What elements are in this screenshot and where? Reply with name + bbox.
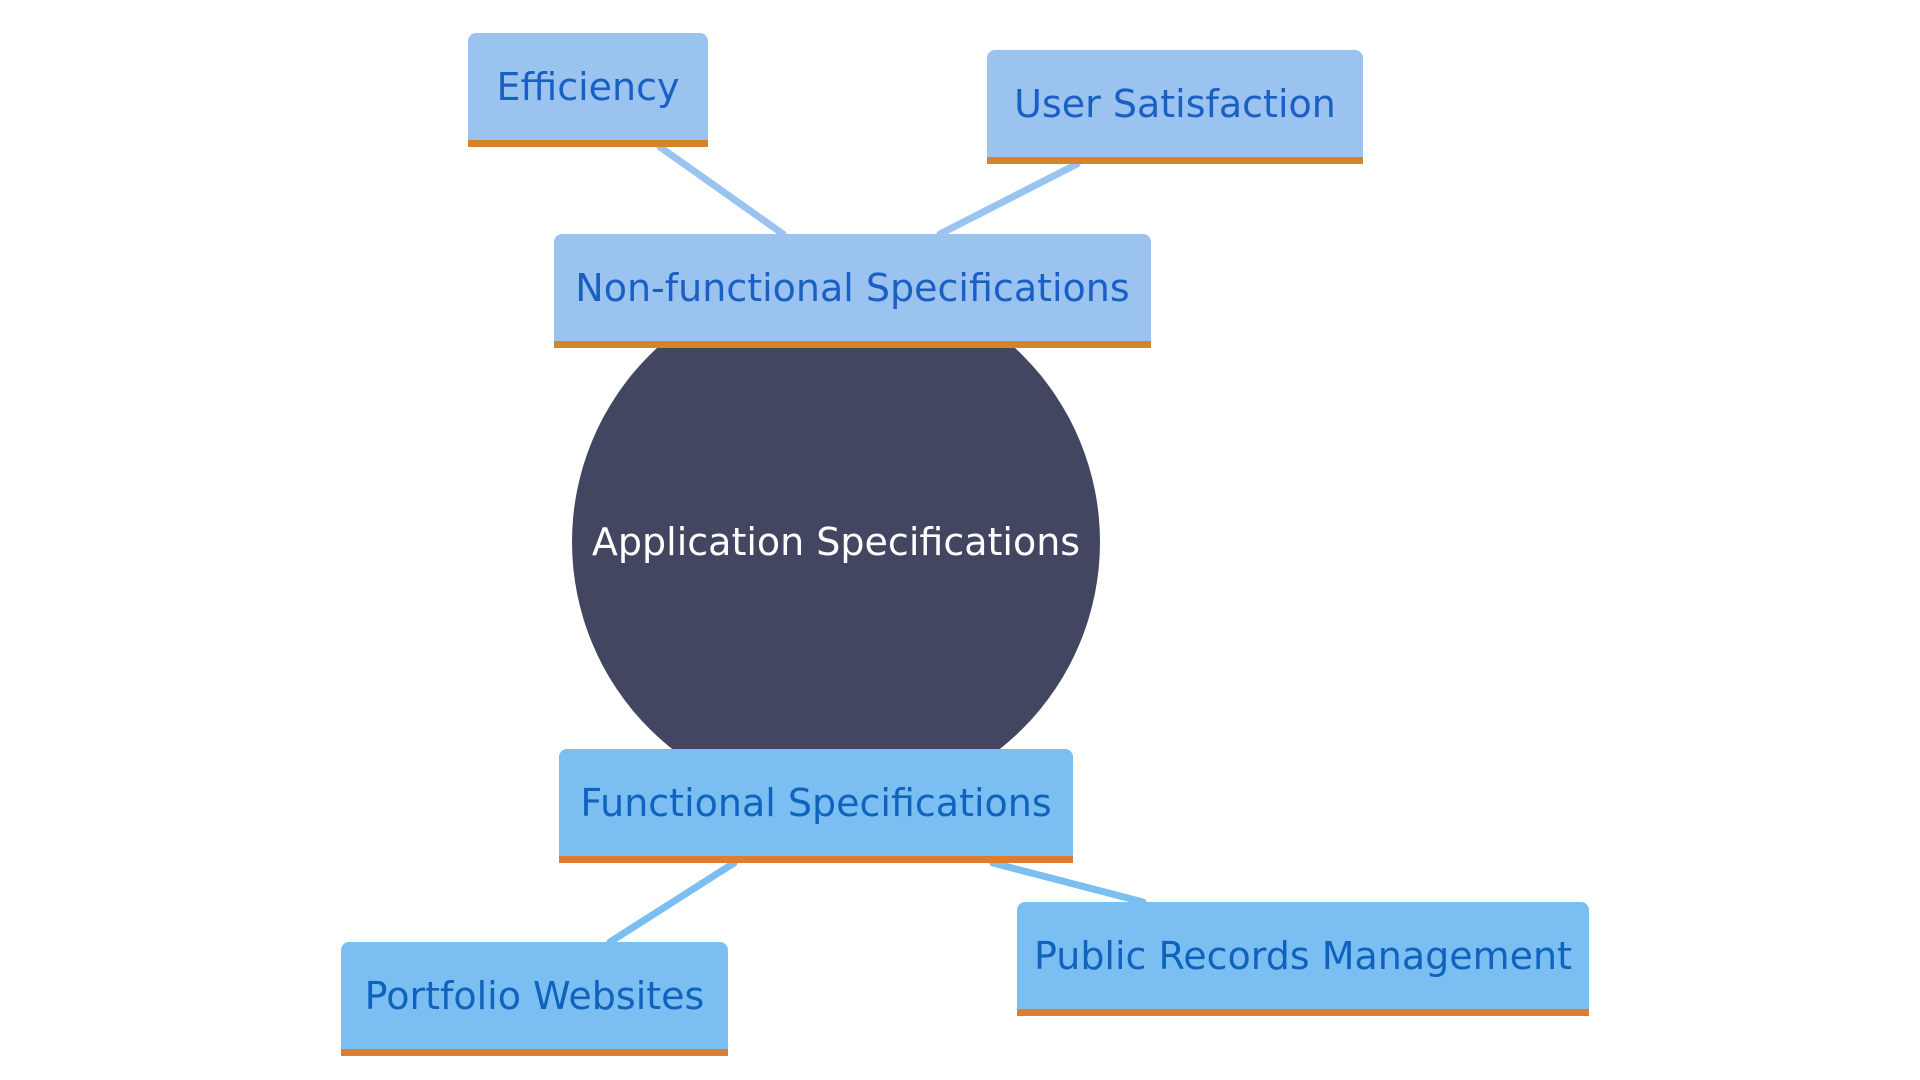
leaf-node-public-records-management: Public Records Management (1017, 902, 1589, 1016)
leaf-node-label: Portfolio Websites (364, 973, 705, 1018)
leaf-node-portfolio-websites: Portfolio Websites (341, 942, 728, 1056)
edge-nonfunctional-efficiency (656, 143, 787, 238)
branch-node-nonfunctional: Non-functional Specifications (554, 234, 1151, 348)
root-node-label: Application Specifications (591, 520, 1081, 564)
edge-functional-public-records (989, 859, 1147, 906)
leaf-node-efficiency: Efficiency (468, 33, 708, 147)
leaf-node-label: User Satisfaction (1014, 81, 1336, 126)
root-node: Application Specifications (572, 278, 1100, 806)
branch-node-label: Functional Specifications (580, 780, 1052, 825)
edge-functional-portfolio-websites (606, 859, 738, 946)
leaf-node-label: Public Records Management (1033, 933, 1573, 978)
branch-node-functional: Functional Specifications (559, 749, 1073, 863)
leaf-node-label: Efficiency (496, 64, 680, 109)
branch-node-label: Non-functional Specifications (575, 265, 1130, 310)
leaf-node-user-satisfaction: User Satisfaction (987, 50, 1363, 164)
edge-nonfunctional-user-satisfaction (936, 160, 1081, 238)
